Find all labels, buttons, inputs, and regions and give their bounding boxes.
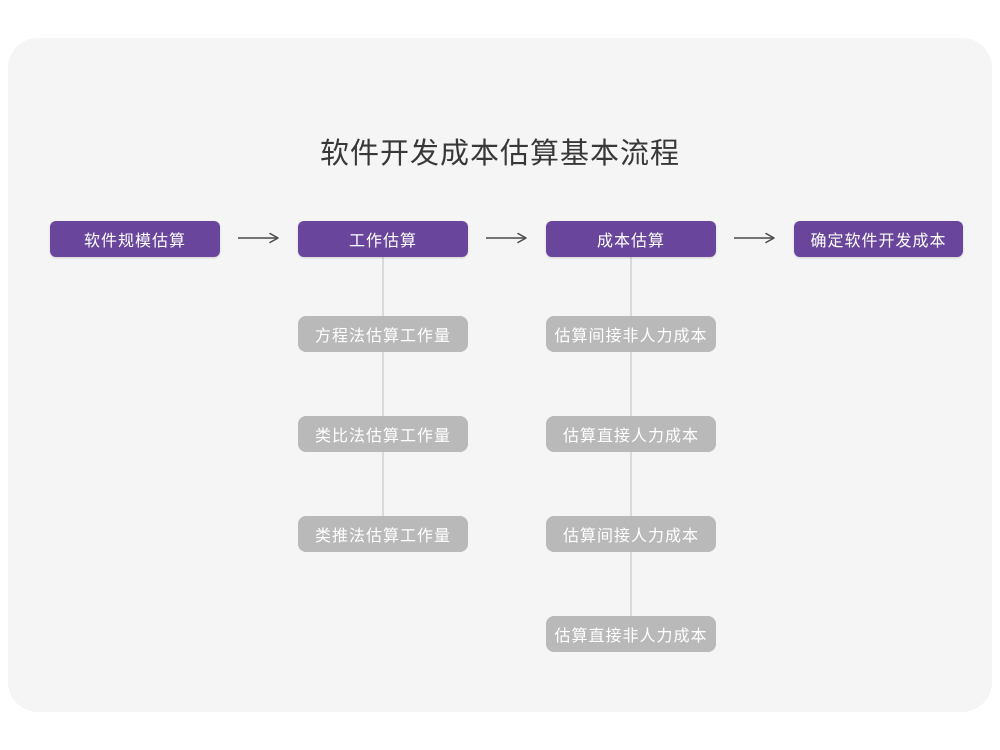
substep-direct-labor-cost: 估算直接人力成本 [546, 416, 716, 452]
substep-indirect-nonlabor-cost: 估算间接非人力成本 [546, 316, 716, 352]
substep-indirect-labor-cost: 估算间接人力成本 [546, 516, 716, 552]
step-determine-software-dev-cost: 确定软件开发成本 [794, 221, 963, 257]
diagram-title: 软件开发成本估算基本流程 [319, 138, 680, 170]
flow-arrow-icon [237, 232, 281, 244]
substep-equation-method: 方程法估算工作量 [298, 316, 468, 352]
step-software-size-estimation: 软件规模估算 [50, 221, 220, 257]
step-work-estimation: 工作估算 [298, 221, 468, 257]
substep-analogy-method: 类比法估算工作量 [298, 416, 468, 452]
connector-line-work-estimation [382, 257, 384, 534]
flowchart-card: 软件开发成本估算基本流程 软件规模估算 工作估算 成本估算 [8, 38, 992, 712]
substep-direct-nonlabor-cost: 估算直接非人力成本 [546, 616, 716, 652]
flow-arrow-icon [485, 232, 529, 244]
flow-arrow-icon [733, 232, 777, 244]
step-cost-estimation: 成本估算 [546, 221, 716, 257]
substep-extrapolation-method: 类推法估算工作量 [298, 516, 468, 552]
